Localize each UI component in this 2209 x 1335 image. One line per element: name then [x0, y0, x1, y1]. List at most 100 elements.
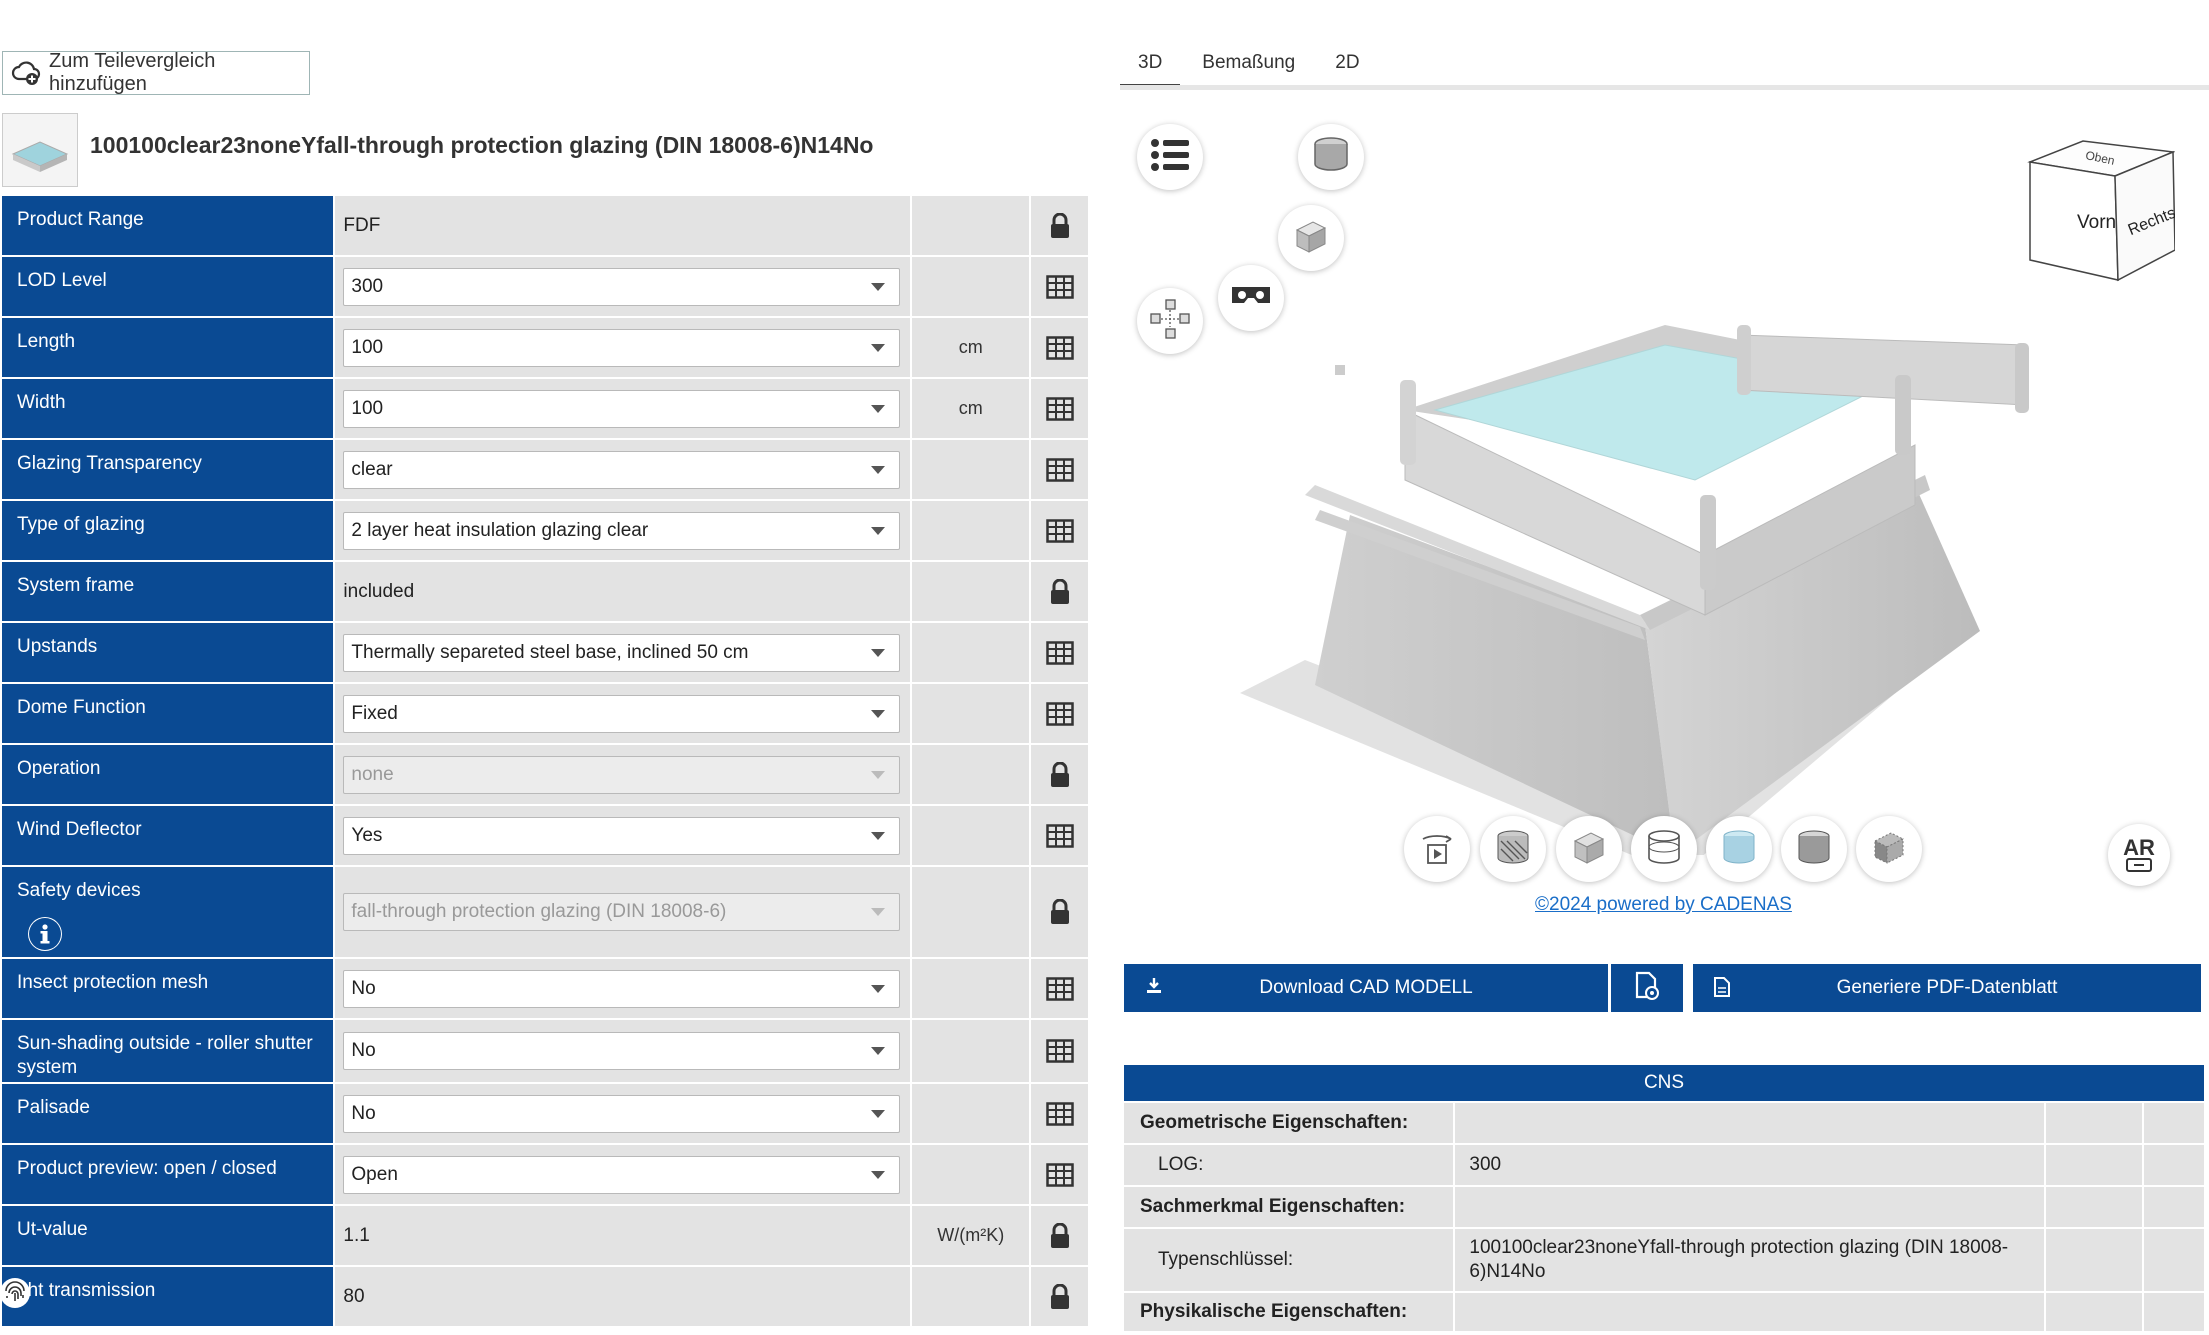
cns-property-row: LOG:300 — [1124, 1145, 2204, 1187]
product-title: 100100clear23noneYfall-through protectio… — [90, 132, 874, 158]
cns-cell — [2144, 1293, 2204, 1331]
param-dropdown-value: Fixed — [351, 702, 398, 724]
param-dropdown[interactable]: No — [343, 1032, 901, 1070]
cns-cell — [2144, 1187, 2204, 1227]
cylinder-view-button[interactable] — [1298, 124, 1364, 190]
tab-dimensioning[interactable]: Bemaßung — [1202, 52, 1296, 73]
fingerprint-button[interactable] — [0, 1278, 30, 1308]
chevron-down-icon — [871, 984, 886, 993]
cube-view-button[interactable] — [1278, 205, 1344, 271]
hatched-cylinder-icon — [1493, 827, 1533, 872]
param-label-text: Operation — [17, 758, 101, 779]
cns-cell — [2144, 1229, 2204, 1291]
view-cube-front[interactable]: Vorn — [2077, 212, 2116, 233]
animation-button[interactable] — [1404, 816, 1470, 882]
param-dropdown[interactable]: No — [343, 1094, 901, 1133]
table-icon[interactable] — [1031, 684, 1088, 743]
solid-cube-button[interactable] — [1556, 816, 1622, 882]
param-unit — [912, 1020, 1030, 1082]
chevron-down-icon — [871, 282, 886, 291]
param-value-cell: Thermally separeted steel base, inclined… — [335, 623, 911, 682]
param-value-cell: none — [335, 745, 911, 804]
table-icon[interactable] — [1031, 806, 1088, 865]
blue-cylinder-icon — [1719, 827, 1759, 872]
param-dropdown[interactable]: Open — [343, 1155, 901, 1194]
param-dropdown[interactable]: 300 — [343, 267, 901, 306]
param-dropdown[interactable]: No — [343, 969, 901, 1008]
param-label-text: Sun-shading outside - roller shutter sys… — [17, 1033, 313, 1078]
ar-button[interactable]: AR — [2108, 824, 2170, 886]
param-label: LOD Level — [2, 257, 334, 316]
download-cad-button[interactable]: Download CAD MODELL — [1124, 964, 1608, 1012]
cns-cell — [2046, 1293, 2143, 1331]
table-icon[interactable] — [1031, 1084, 1088, 1143]
param-dropdown[interactable]: clear — [343, 450, 901, 489]
3d-model-render[interactable] — [1235, 315, 2055, 875]
tab-3d[interactable]: 3D — [1120, 48, 1181, 88]
param-dropdown-value: 2 layer heat insulation glazing clear — [351, 519, 649, 541]
vr-button[interactable] — [1218, 265, 1284, 331]
param-value-cell: No — [335, 1084, 911, 1143]
param-dropdown[interactable]: Fixed — [343, 694, 901, 733]
table-icon[interactable] — [1031, 1145, 1088, 1204]
param-row: Operation none — [2, 745, 1088, 806]
param-static-value: 80 — [343, 1285, 365, 1307]
cns-value: 100100clear23noneYfall-through protectio… — [1455, 1229, 2045, 1291]
tab-2d[interactable]: 2D — [1335, 52, 1360, 73]
generate-pdf-button[interactable]: Generiere PDF-Datenblatt — [1693, 964, 2201, 1012]
chevron-down-icon — [871, 908, 886, 916]
download-options-button[interactable] — [1611, 964, 1683, 1012]
list-button[interactable] — [1137, 124, 1203, 190]
shaded-view-button[interactable] — [1781, 816, 1847, 882]
param-dropdown[interactable]: 100 — [343, 328, 901, 367]
param-dropdown[interactable]: 2 layer heat insulation glazing clear — [343, 511, 901, 550]
add-to-compare-button[interactable]: Zum Teilevergleich hinzufügen — [2, 50, 310, 95]
rotate-play-icon — [1417, 827, 1457, 872]
param-dropdown[interactable]: Thermally separeted steel base, inclined… — [343, 633, 901, 672]
info-icon[interactable] — [28, 917, 62, 951]
view-cube-top[interactable]: Oben — [2084, 148, 2116, 168]
transparent-view-button[interactable] — [1856, 816, 1922, 882]
cns-value — [1455, 1293, 2045, 1331]
table-icon[interactable] — [1031, 1020, 1088, 1082]
cns-cell — [2144, 1103, 2204, 1143]
cadenas-copyright-link[interactable]: ©2024 powered by CADENAS — [1535, 894, 1792, 915]
param-unit: cm — [912, 318, 1030, 377]
param-row: ght transmission 80 — [2, 1267, 1088, 1328]
param-dropdown[interactable]: Yes — [343, 816, 901, 855]
table-icon[interactable] — [1031, 623, 1088, 682]
gray-cylinder-icon — [1794, 827, 1834, 872]
table-icon[interactable] — [1031, 318, 1088, 377]
table-icon[interactable] — [1031, 501, 1088, 560]
cns-value: 300 — [1455, 1145, 2045, 1185]
explode-cubes-icon — [1148, 297, 1192, 346]
explode-view-button[interactable] — [1137, 288, 1203, 354]
colored-view-button[interactable] — [1706, 816, 1772, 882]
table-icon[interactable] — [1031, 257, 1088, 316]
chevron-down-icon — [871, 343, 886, 352]
add-to-compare-label: Zum Teilevergleich hinzufügen — [49, 50, 216, 95]
cylinder-icon — [1311, 135, 1351, 180]
param-dropdown-value: No — [351, 977, 376, 999]
chevron-down-icon — [871, 404, 886, 413]
param-value-cell: No — [335, 1020, 911, 1082]
param-unit — [912, 623, 1030, 682]
param-static-value: included — [343, 580, 415, 602]
fingerprint-icon — [2, 1278, 28, 1309]
wireframe-button[interactable] — [1631, 816, 1697, 882]
hatched-view-button[interactable] — [1480, 816, 1546, 882]
param-label-text: Upstands — [17, 636, 98, 657]
download-cad-label: Download CAD MODELL — [1259, 977, 1473, 998]
table-icon[interactable] — [1031, 959, 1088, 1018]
cns-cell — [2046, 1229, 2143, 1291]
param-dropdown[interactable]: 100 — [343, 389, 901, 428]
param-label: ght transmission — [2, 1267, 334, 1326]
table-icon[interactable] — [1031, 440, 1088, 499]
table-icon[interactable] — [1031, 379, 1088, 438]
param-value-cell: No — [335, 959, 911, 1018]
view-cube[interactable]: Vorn Rechts Oben — [2025, 138, 2178, 288]
